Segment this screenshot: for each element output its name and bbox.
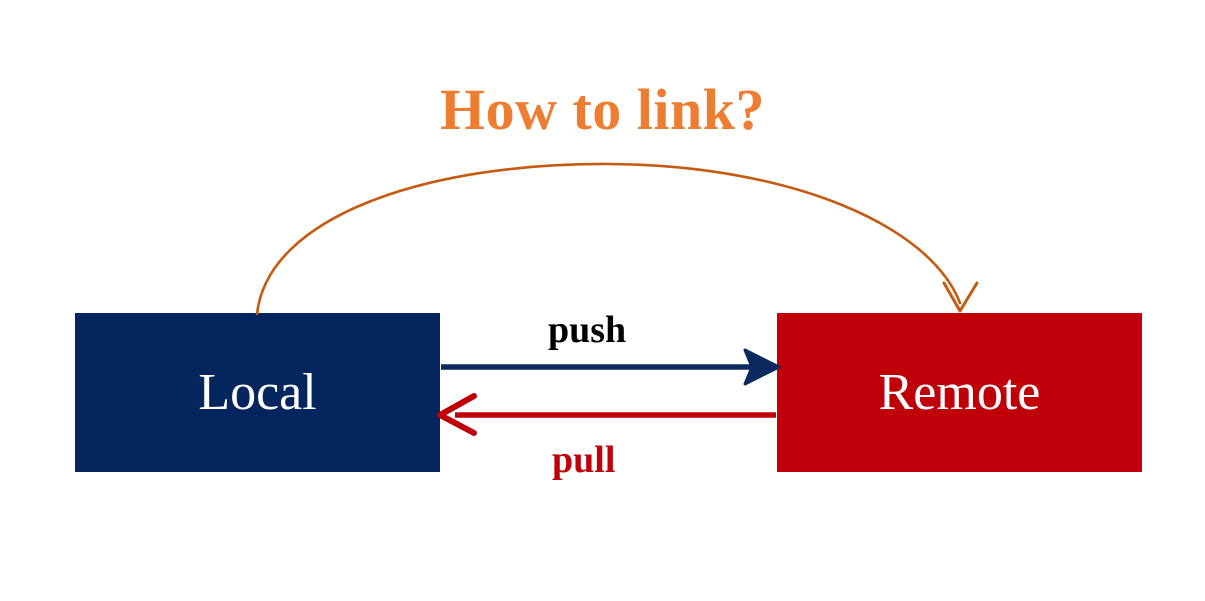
node-remote-label: Remote [878,363,1041,421]
page-title: How to link? [439,77,766,142]
node-remote[interactable]: Remote [777,313,1142,472]
edge-label-push: push [548,309,627,351]
arrow-left-icon [437,393,776,436]
edge-label-pull: pull [552,439,616,481]
arrow-right-icon [441,348,781,386]
node-local[interactable]: Local [75,313,440,472]
node-local-label: Local [198,363,317,421]
curved-arrow-icon [255,162,979,316]
